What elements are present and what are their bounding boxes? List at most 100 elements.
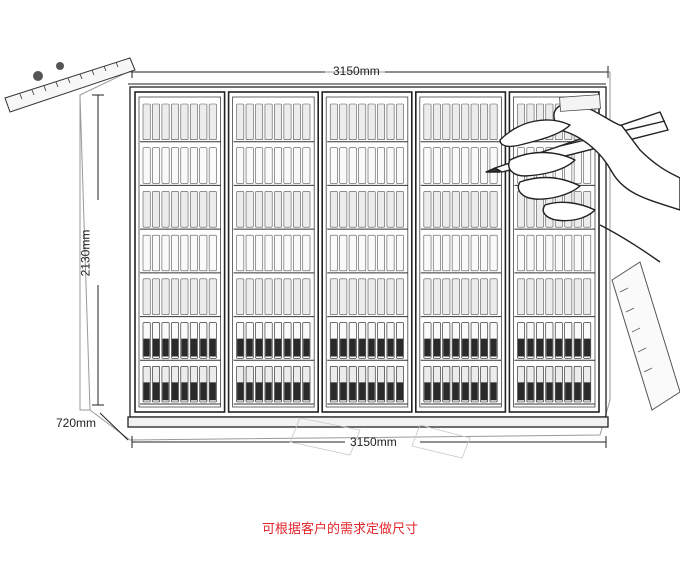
bottle <box>189 147 198 184</box>
bottle <box>470 234 479 272</box>
bottle <box>199 278 208 315</box>
bottle-label <box>349 382 356 401</box>
bottle-label <box>424 338 431 357</box>
bottle-label <box>433 338 440 357</box>
bottle <box>432 147 441 184</box>
bottle <box>423 278 432 315</box>
bottle <box>535 234 544 272</box>
bottle-label <box>330 338 337 357</box>
bottle <box>480 103 489 141</box>
bottle-label <box>555 382 562 401</box>
bottle-label <box>265 382 272 401</box>
bottle <box>208 234 217 272</box>
bottle <box>274 234 282 272</box>
bottle <box>161 147 170 184</box>
bottle-label <box>359 382 366 401</box>
bottle <box>264 103 273 141</box>
bottle <box>489 147 498 184</box>
bottle <box>274 191 282 228</box>
bottle <box>208 103 217 141</box>
sketch-papers-icon <box>289 417 471 459</box>
bottle <box>208 147 217 184</box>
bottle-label <box>481 382 488 401</box>
bottle-label <box>565 338 572 357</box>
bottle <box>461 234 470 272</box>
bottle <box>245 147 254 184</box>
bottle-label <box>200 382 207 401</box>
bottle <box>564 278 573 315</box>
bottle <box>451 103 460 141</box>
bottle-label <box>527 382 534 401</box>
bottle <box>245 191 254 228</box>
bottle <box>377 234 386 272</box>
bottle-label <box>162 382 169 401</box>
bottle <box>142 103 151 141</box>
bottom-width-label: 3150mm <box>350 435 397 449</box>
bottle <box>423 191 432 228</box>
bottle <box>245 234 254 272</box>
bottle <box>432 278 441 315</box>
bottle <box>396 191 404 228</box>
height-label: 2130mm <box>78 229 93 277</box>
bottle-label <box>377 382 385 401</box>
bottle-label <box>152 338 160 357</box>
bottle <box>329 278 338 315</box>
bottle <box>302 103 311 141</box>
bottle-label <box>452 382 459 401</box>
bottle <box>573 234 582 272</box>
bottle-label <box>452 338 459 357</box>
bottle <box>236 191 245 228</box>
bottle-label <box>265 338 272 357</box>
bottle-label <box>209 382 216 401</box>
bottle <box>573 278 582 315</box>
ruler-icon <box>611 261 680 411</box>
bottle <box>489 278 498 315</box>
bottle <box>274 278 282 315</box>
cabinet-body <box>127 83 609 428</box>
bottle <box>442 191 451 228</box>
bottle-label <box>143 382 150 401</box>
bottle <box>236 278 245 315</box>
bottle <box>583 234 592 272</box>
bottle-label <box>387 338 394 357</box>
bottle <box>480 147 489 184</box>
bottle-label <box>517 338 525 357</box>
bottle <box>264 234 273 272</box>
bottle-label <box>171 338 179 357</box>
bottle <box>480 234 489 272</box>
bottle <box>161 278 170 315</box>
bottle-label <box>349 338 356 357</box>
bottle <box>329 191 338 228</box>
bottle <box>367 234 376 272</box>
bottle <box>189 191 198 228</box>
bottle <box>432 234 441 272</box>
bottle <box>292 234 301 272</box>
bottle <box>264 191 273 228</box>
bottle <box>292 147 301 184</box>
bottle <box>171 234 179 272</box>
bottle <box>339 234 348 272</box>
bottle <box>358 191 367 228</box>
bottle <box>274 147 282 184</box>
bottle-label <box>359 338 366 357</box>
bottle-label <box>481 338 488 357</box>
measuring-tape-icon <box>4 57 136 113</box>
bottle <box>161 103 170 141</box>
bottle-label <box>387 382 394 401</box>
bottle-label <box>536 338 544 357</box>
bottle <box>396 234 404 272</box>
bottle <box>245 278 254 315</box>
cooler-door <box>321 91 413 413</box>
bottle <box>545 278 554 315</box>
bottle <box>423 103 432 141</box>
bottle-label <box>584 338 591 357</box>
bottle <box>535 278 544 315</box>
bottle <box>292 191 301 228</box>
bottle <box>451 191 460 228</box>
bottle <box>283 147 292 184</box>
bottle <box>423 147 432 184</box>
bottle <box>329 234 338 272</box>
bottle <box>358 278 367 315</box>
bottle <box>367 147 376 184</box>
bottle <box>480 278 489 315</box>
